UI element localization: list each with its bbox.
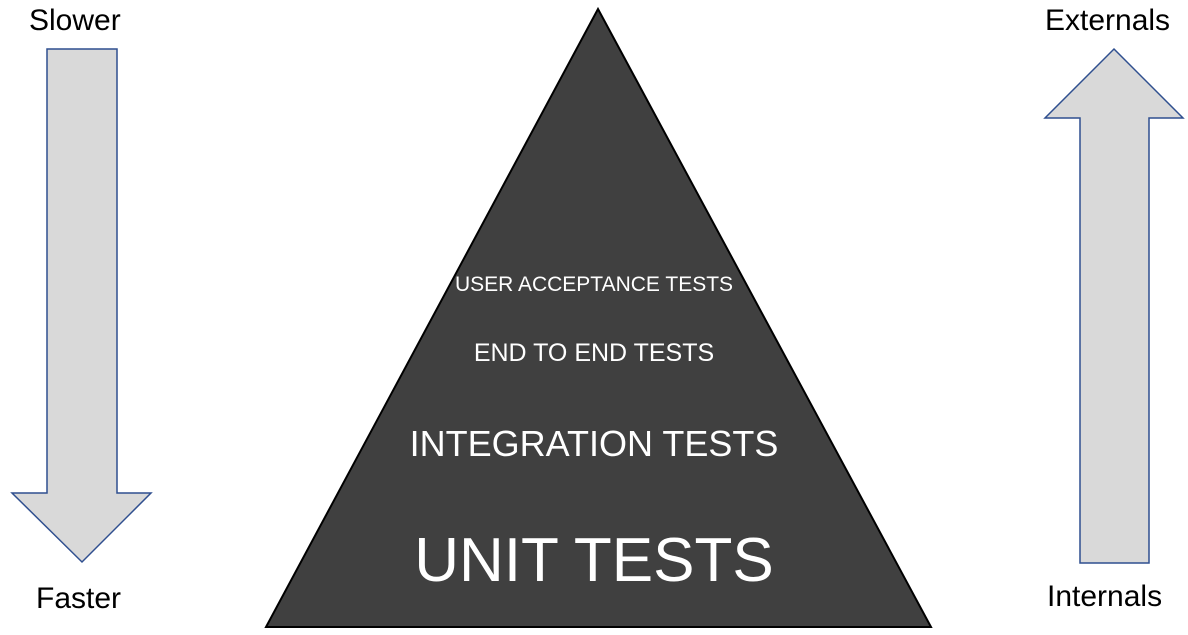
unit-tests-label: UNIT TESTS (414, 526, 774, 595)
externals-label: Externals (1045, 4, 1171, 37)
user-acceptance-tests-label: USER ACCEPTANCE TESTS (454, 273, 734, 296)
right-up-arrow (1043, 47, 1185, 564)
end-to-end-tests-label: END TO END TESTS (473, 339, 715, 367)
left-down-arrow (10, 48, 153, 564)
test-pyramid (264, 6, 933, 628)
integration-tests-label: INTEGRATION TESTS (409, 423, 779, 464)
faster-label: Faster (36, 582, 122, 615)
slower-label: Slower (29, 4, 121, 37)
internals-label: Internals (1047, 580, 1163, 613)
